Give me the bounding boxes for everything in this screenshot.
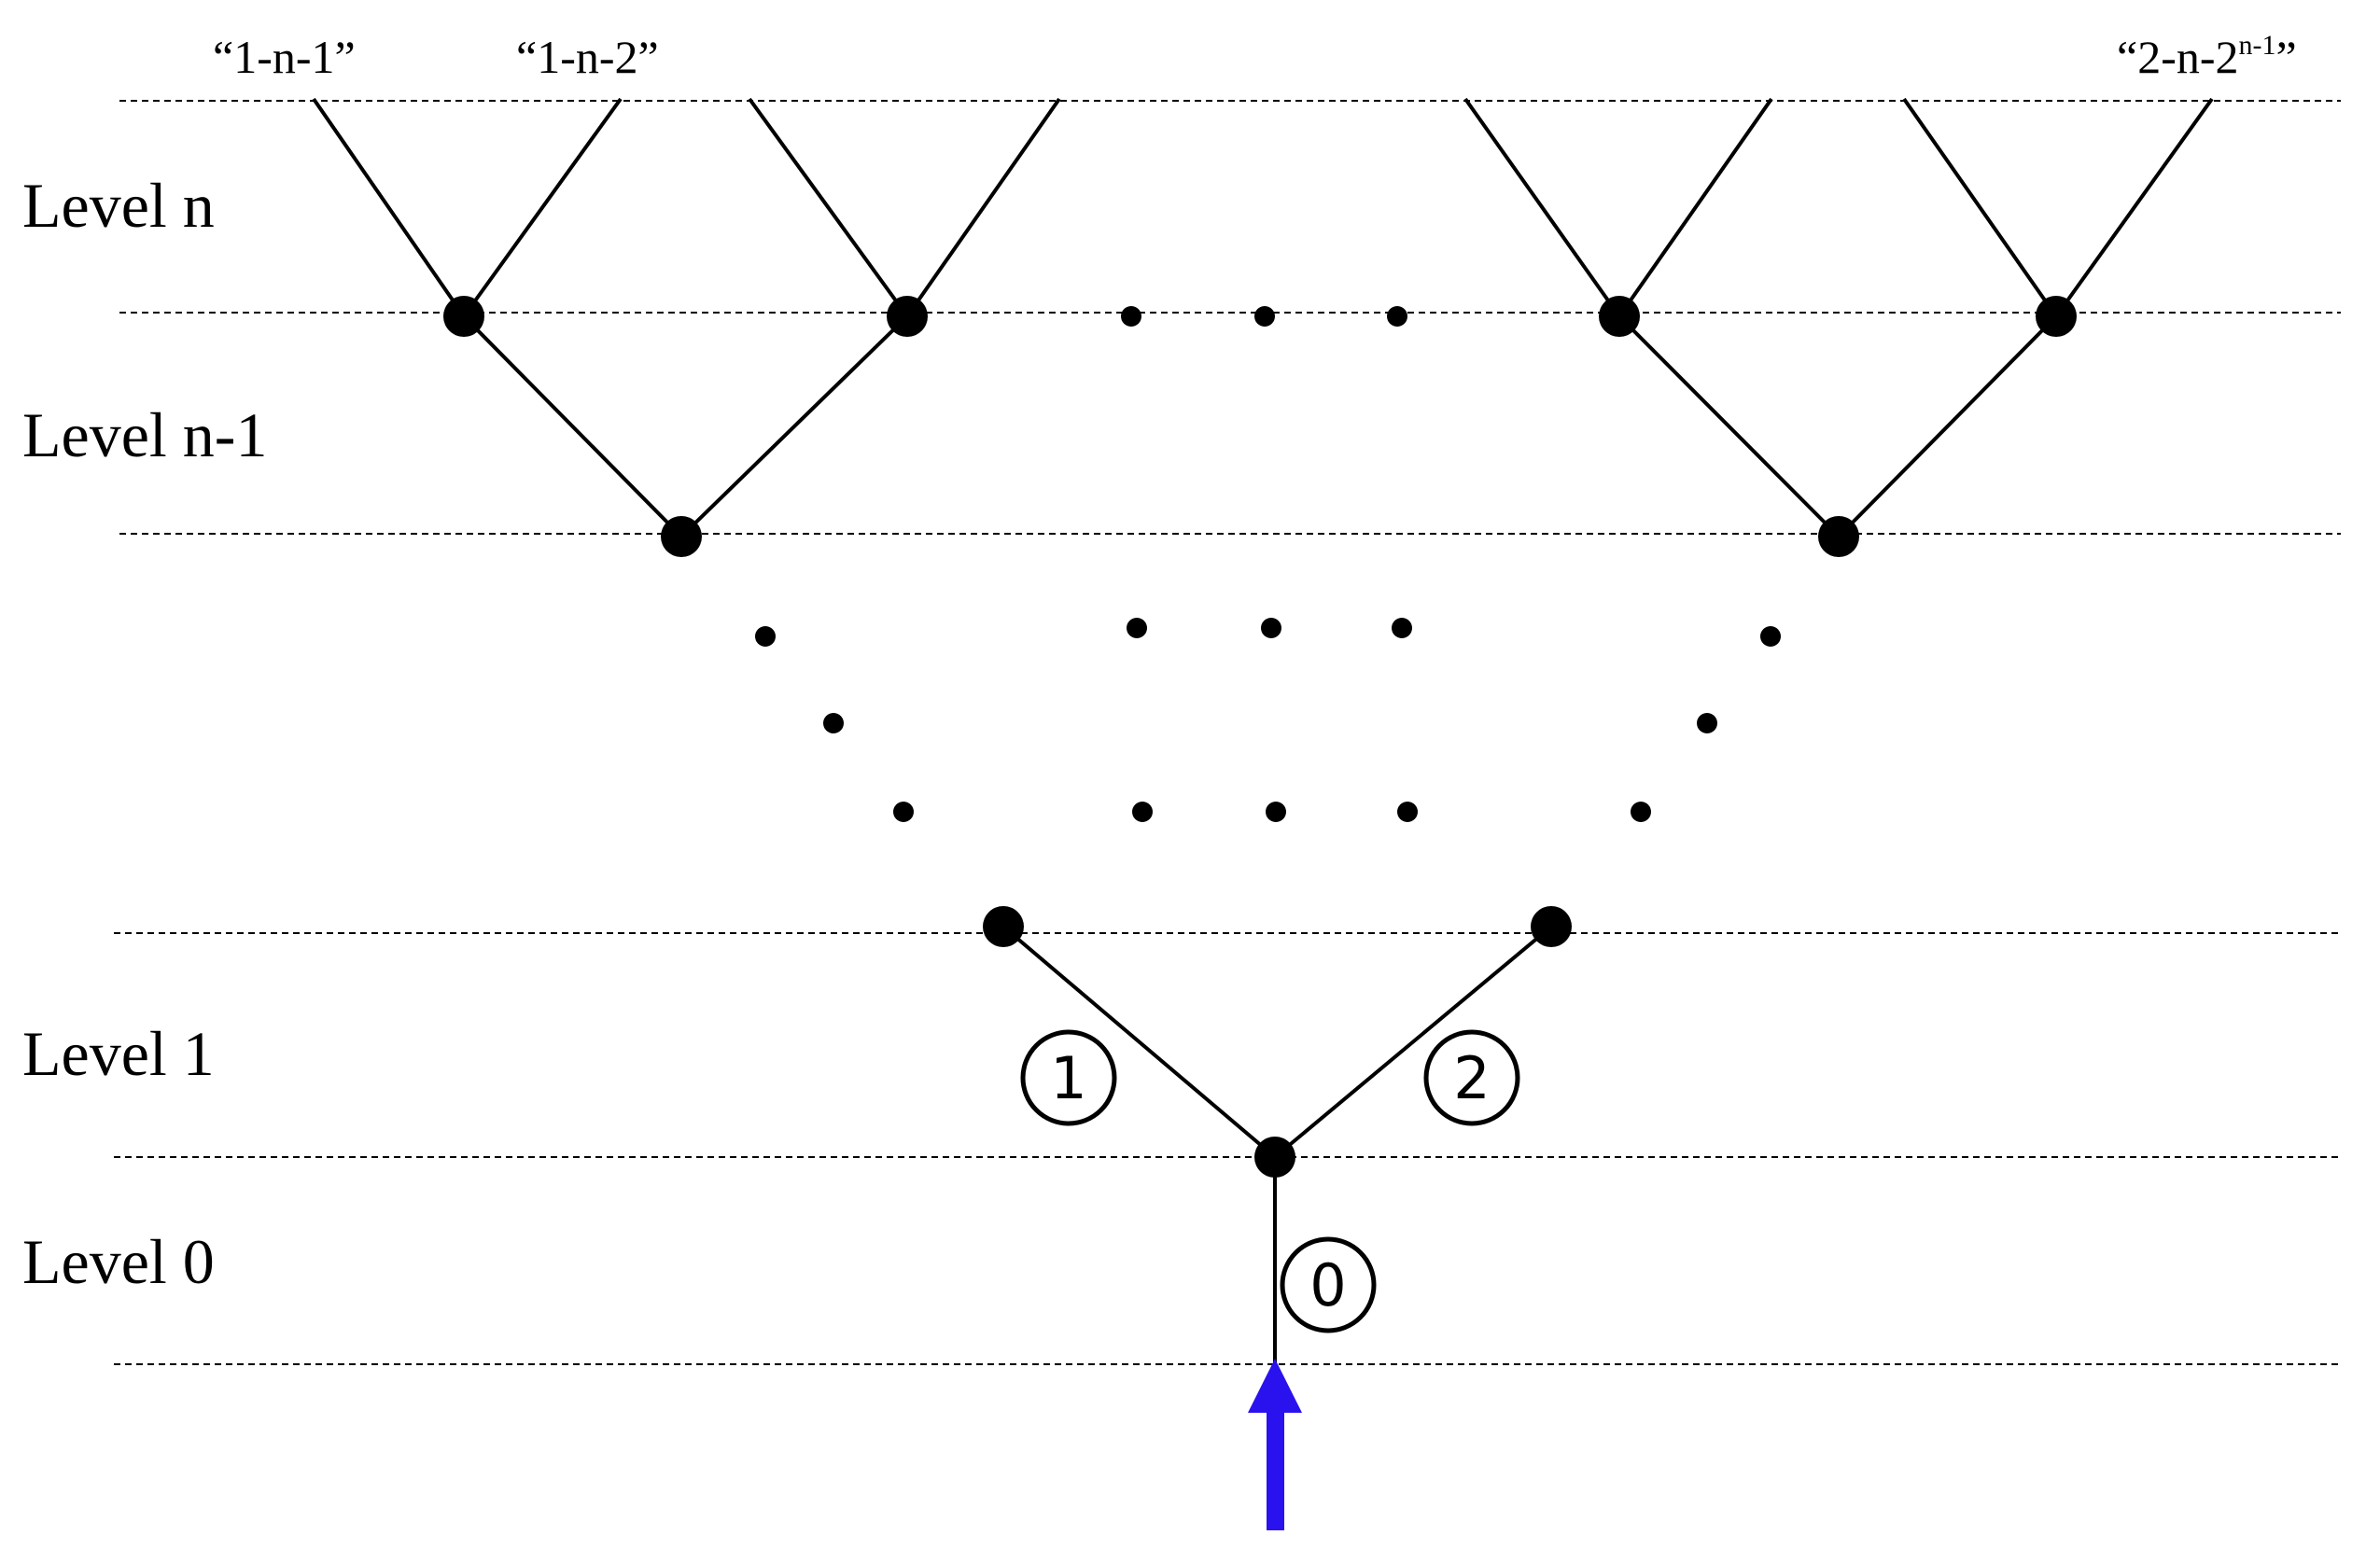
edge-marker-2-ring bbox=[1423, 1029, 1520, 1126]
level-n-label: Level n bbox=[22, 170, 215, 241]
edge-leaf-5 bbox=[1463, 97, 1621, 318]
ellipsis-dot bbox=[1254, 306, 1275, 327]
level-boundaries bbox=[114, 100, 2341, 1365]
edge-marker-0: 0 bbox=[1280, 1236, 1377, 1333]
leaf-label-2-n-last-close: ” bbox=[2275, 31, 2297, 83]
edge-level-1-left bbox=[1001, 925, 1277, 1159]
edge-level-1-right bbox=[1273, 925, 1553, 1159]
edge-marker-1: 1 bbox=[1020, 1029, 1117, 1126]
leaf-label-1-n-2: “1-n-2” bbox=[516, 31, 659, 83]
ellipsis-dot bbox=[1760, 626, 1781, 647]
level-0-label: Level 0 bbox=[22, 1226, 215, 1297]
node-level-n-minus-1-left bbox=[661, 516, 702, 557]
arrow-up-icon-shaft bbox=[1267, 1411, 1284, 1530]
ellipsis-dot bbox=[1631, 802, 1651, 822]
node-level-2-left bbox=[983, 906, 1024, 947]
edge-marker-2-text: 2 bbox=[1453, 1044, 1490, 1112]
ellipsis-dot bbox=[1266, 802, 1286, 822]
edge-leaf-6 bbox=[1617, 97, 1773, 318]
edge-marker-0-ring bbox=[1280, 1236, 1377, 1333]
ellipsis-dot bbox=[823, 713, 844, 733]
ellipsis-dot bbox=[755, 626, 776, 647]
node-root bbox=[1254, 1137, 1295, 1178]
leaf-label-1-n-1: “1-n-1” bbox=[213, 31, 356, 83]
ellipsis-dot bbox=[1397, 802, 1418, 822]
ellipsis-dot bbox=[1121, 306, 1141, 327]
node-level-2-right bbox=[1531, 906, 1572, 947]
node-level-n-minus-1-right bbox=[1818, 516, 1859, 557]
edge-leaf-8 bbox=[2054, 97, 2214, 318]
level-1-label: Level 1 bbox=[22, 1018, 215, 1089]
leaf-label-2-n-last: “2-n-2n-1” bbox=[2117, 31, 2297, 83]
edge-mid-right-b bbox=[1837, 314, 2058, 538]
node-level-n-4 bbox=[2036, 296, 2077, 337]
ellipsis-dot bbox=[893, 802, 914, 822]
edge-leaf-3 bbox=[748, 97, 909, 318]
edge-marker-1-text: 1 bbox=[1050, 1044, 1086, 1112]
edge-leaf-4 bbox=[905, 97, 1061, 318]
ellipsis-dots bbox=[755, 306, 1781, 822]
leaf-label-2-n-last-exponent: n-1 bbox=[2238, 30, 2276, 61]
ellipsis-dot bbox=[1387, 306, 1407, 327]
edge-mid-right-a bbox=[1617, 314, 1841, 538]
level-n-minus-1-label: Level n-1 bbox=[22, 399, 268, 470]
edge-marker-1-ring bbox=[1020, 1029, 1117, 1126]
arrow-up-icon bbox=[1248, 1359, 1302, 1530]
edge-mid-left-a bbox=[462, 314, 683, 538]
ellipsis-dot bbox=[1697, 713, 1717, 733]
node-level-n-1 bbox=[443, 296, 484, 337]
upper-tree-edges bbox=[312, 97, 2214, 538]
ellipsis-dot bbox=[1261, 618, 1281, 638]
edge-marker-0-text: 0 bbox=[1309, 1251, 1346, 1319]
ellipsis-dot bbox=[1132, 802, 1153, 822]
edge-marker-2: 2 bbox=[1423, 1029, 1520, 1126]
arrow-up-icon-head bbox=[1248, 1359, 1302, 1413]
node-level-n-2 bbox=[887, 296, 928, 337]
edge-mid-left-b bbox=[679, 314, 909, 538]
edge-leaf-1 bbox=[312, 97, 466, 318]
ellipsis-dot bbox=[1392, 618, 1412, 638]
tree-nodes bbox=[443, 296, 2077, 1178]
node-level-n-3 bbox=[1599, 296, 1640, 337]
ellipsis-dot bbox=[1127, 618, 1147, 638]
leaf-label-2-n-last-base: “2-n-2 bbox=[2117, 31, 2239, 83]
edge-leaf-2 bbox=[462, 97, 623, 318]
edge-leaf-7 bbox=[1902, 97, 2058, 318]
lower-tree-edges bbox=[1001, 925, 1553, 1364]
